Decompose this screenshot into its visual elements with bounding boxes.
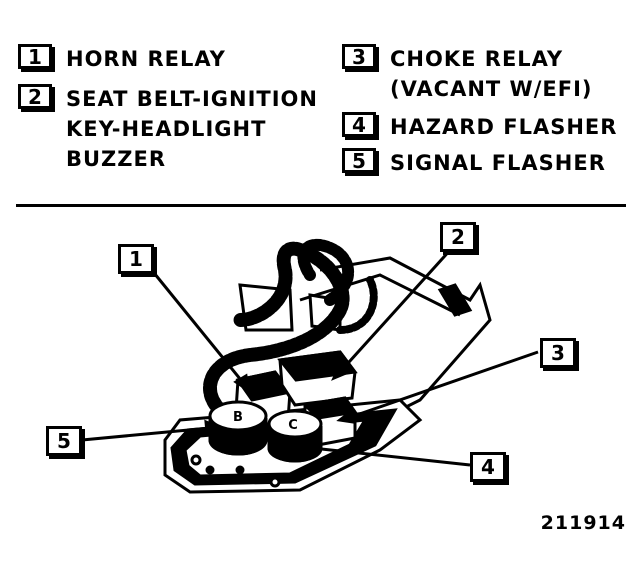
leader-arrow-4 [300,439,318,456]
svg-text:B: B [233,410,243,425]
leader-line-5 [81,426,211,442]
legend-label: SEAT BELT-IGNITION KEY-HEADLIGHT BUZZER [66,87,318,171]
wire-harness [203,238,378,417]
callout-3: 3 [540,338,576,368]
legend-number-box: 4 [342,112,376,137]
legend-number-box: 1 [18,44,52,69]
figure-code: 211914 [540,512,626,534]
choke-relay-can: C [267,409,323,463]
legend-label: HORN RELAY [66,47,226,71]
leader-arrow-2 [331,362,349,381]
callout-1: 1 [118,244,154,274]
leader-line-1 [148,267,247,386]
leader-line-3 [347,350,539,420]
legend-number-box: 2 [18,84,52,109]
callout-4: 4 [470,452,506,482]
leader-arrow-3 [336,408,355,424]
legend-label: CHOKE RELAY (VACANT W/EFI) [390,47,593,101]
signal-flasher: B [208,400,268,456]
leader-line-2 [338,246,454,374]
leader-arrow-1 [233,373,250,394]
legend-number-box: 3 [342,44,376,69]
legend-number-box: 5 [342,148,376,173]
legend-item-3: 3 CHOKE RELAY (VACANT W/EFI) [342,44,593,104]
legend-item-5: 5 SIGNAL FLASHER [342,148,606,178]
legend-item-2: 2 SEAT BELT-IGNITION KEY-HEADLIGHT BUZZE… [18,84,318,174]
legend-label: SIGNAL FLASHER [390,151,606,175]
legend-item-1: 1 HORN RELAY [18,44,226,74]
leader-line-4 [311,446,471,467]
legend-label: HAZARD FLASHER [390,115,618,139]
section-divider [16,204,626,207]
legend-item-4: 4 HAZARD FLASHER [342,112,617,142]
leader-lines [81,246,539,467]
leader-arrow-5 [204,419,222,436]
svg-text:C: C [288,418,298,433]
callout-5: 5 [46,426,82,456]
callout-2: 2 [440,222,476,252]
